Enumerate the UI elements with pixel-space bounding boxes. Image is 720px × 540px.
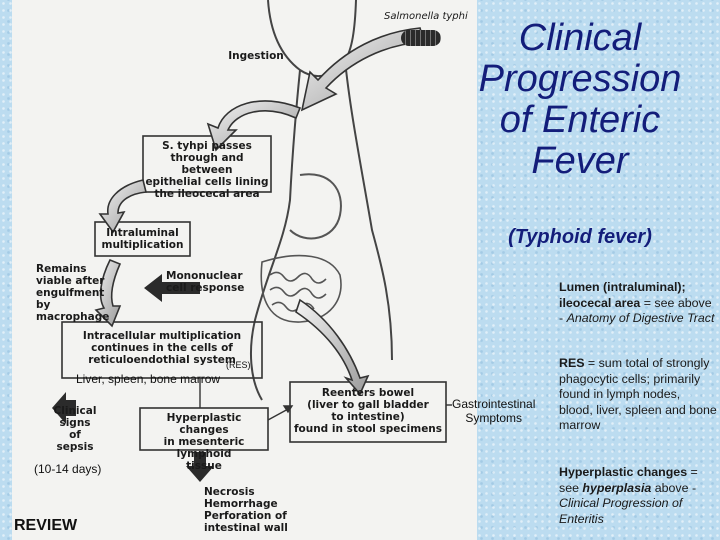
res-note-text: = sum total of strongly phagocytic cells… [559,356,717,432]
res-note-key: RES [559,356,585,370]
hyper-note: Hyperplastic changes = see hyperplasia a… [559,465,717,527]
hyper-note-key: Hyperplastic changes [559,465,688,479]
reenters-box [289,381,447,443]
bacterium-icon [401,30,441,46]
clinical-signs-label: Clinical signs of sepsis [53,405,97,453]
arrow-to-intracellular [94,258,122,328]
intracellular-box [61,321,263,379]
intraluminal-box [94,221,191,257]
mononuclear-label: Mononuclear cell response [166,270,245,294]
page-subtitle: (Typhoid fever) [508,226,652,248]
remains-label: Remains viable after engulfment by macro… [36,263,110,323]
review-label: REVIEW [14,517,78,534]
lumen-note-key: Lumen (intraluminal); ileocecal area [559,280,686,310]
intracellular-label: Intracellular multiplication continues i… [82,330,242,366]
hyper-note-ref: Clinical Progression of Enteritis [559,496,683,526]
page-title: Clinical Progression of Enteric Fever [478,17,682,182]
organism-label: Salmonella typhi [384,11,468,22]
res-organs: Liver, spleen, bone marrow [76,372,221,386]
intestines-shape [260,254,342,323]
necrosis-label: Necrosis Hemorrhage Perforation of intes… [204,486,288,534]
sepsis-arrow [52,392,76,424]
arrow-to-intraluminal [98,179,147,234]
mononuclear-arrow [144,274,200,302]
hyperplastic-box [139,407,269,451]
necrosis-arrow [186,452,214,482]
hyper-note-text2: above - [651,480,697,495]
duration-label: (10-14 days) [34,462,102,476]
arrow-to-reenters [295,298,370,396]
passes-label: S. tyhpi passes through and between epit… [145,140,269,200]
ingestion-label: Ingestion [228,50,284,62]
res-note: RES = sum total of strongly phagocytic c… [559,356,717,434]
hyper-note-term: hyperplasia [582,480,652,495]
lumen-note: Lumen (intraluminal); ileocecal area = s… [559,280,717,327]
lumen-note-text: = see above - [559,295,712,326]
hyperplastic-label: Hyperplastic changes in mesenteric lymph… [163,412,245,472]
reenters-label: Reenters bowel (liver to gall bladder to… [293,387,443,435]
res-tag: (RES) [226,360,251,370]
arrow-to-passes [206,100,302,152]
stomach [289,173,342,240]
gi-symptoms-label: Gastrointestinal Symptoms [452,397,536,425]
intraluminal-label: Intraluminal multiplication [101,227,184,251]
lumen-note-ref: Anatomy of Digestive Tract [566,311,715,325]
passes-box [142,135,272,193]
body-outline [249,0,393,401]
hyper-note-text: = see [559,465,698,495]
